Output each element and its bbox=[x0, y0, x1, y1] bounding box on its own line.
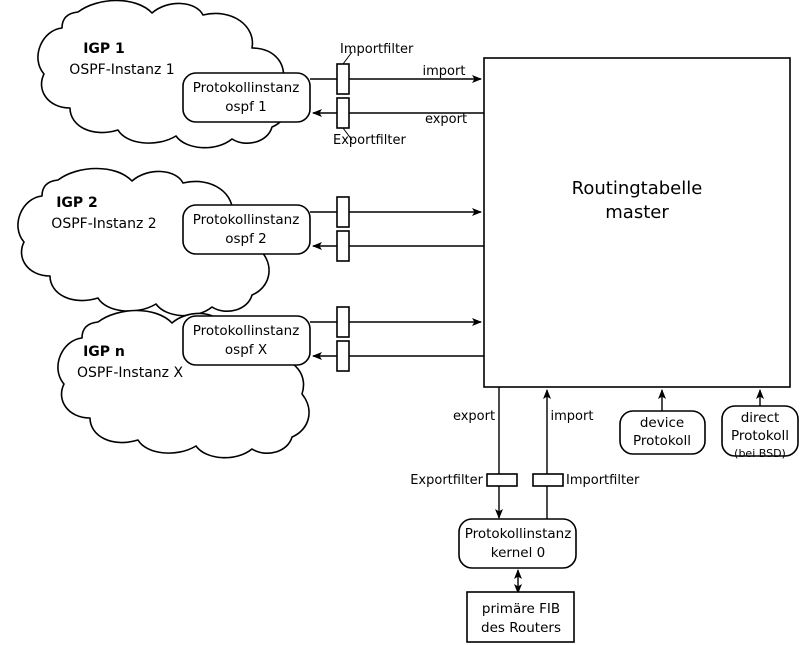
row2-import-filter-shape bbox=[336, 196, 350, 228]
cloud-igp1-subtitle: OSPF-Instanz 1 bbox=[69, 62, 175, 78]
routing-table-master-line2: master bbox=[605, 202, 669, 223]
bottom-export-label: export bbox=[452, 409, 496, 424]
device-protocol-shape bbox=[619, 410, 706, 455]
direct-protocol-line2[interactable]: Protokoll bbox=[730, 428, 790, 444]
direct-protocol-shape bbox=[721, 405, 799, 457]
routing-table-master-line1: Routingtabelle bbox=[571, 178, 703, 199]
row1-export-filter-leader bbox=[342, 127, 353, 141]
cloud-igpn-title: IGP n bbox=[83, 344, 125, 360]
protocol-instance-ospfx-line1[interactable]: Protokollinstanz bbox=[192, 323, 300, 339]
row1-export-filter-shape bbox=[336, 97, 350, 129]
row2-export-filter-shape bbox=[336, 230, 350, 262]
protocol-instance-ospf1-line1[interactable]: Protokollinstanz bbox=[192, 80, 300, 96]
protocol-instance-ospf2-line2[interactable]: ospf 2 bbox=[225, 231, 267, 247]
protocol-instance-kernel0-line2[interactable]: kernel 0 bbox=[490, 545, 546, 561]
bottom-export-filter-shape bbox=[486, 473, 518, 487]
protocol-instance-kernel0-line1[interactable]: Protokollinstanz bbox=[464, 526, 572, 542]
cloud-igp2-title: IGP 2 bbox=[56, 195, 98, 211]
bottom-import-label: import bbox=[550, 409, 594, 424]
routing-table-master-shape bbox=[483, 57, 791, 388]
protocol-instance-ospf2-line1[interactable]: Protokollinstanz bbox=[192, 212, 300, 228]
direct-protocol-line3: (bei BSD) bbox=[734, 447, 786, 460]
row1-export-label: export bbox=[424, 112, 468, 127]
direct-protocol-line1[interactable]: direct bbox=[740, 410, 780, 426]
bottom-export-filter-label: Exportfilter bbox=[410, 473, 483, 488]
cloud-igp2-subtitle: OSPF-Instanz 2 bbox=[51, 216, 157, 232]
row3-import-filter-shape bbox=[336, 306, 350, 338]
cloud-igp1-title: IGP 1 bbox=[83, 41, 125, 57]
row3-export-filter-shape bbox=[336, 340, 350, 372]
protocol-instance-ospf1-shape bbox=[182, 72, 311, 123]
protocol-instance-ospfx-shape bbox=[182, 315, 311, 366]
bottom-import-filter-label: Importfilter bbox=[566, 473, 640, 488]
protocol-instance-ospf1-line2[interactable]: ospf 1 bbox=[225, 99, 267, 115]
primary-fib-line2: des Routers bbox=[481, 620, 561, 636]
row1-import-filter-shape bbox=[336, 63, 350, 95]
cloud-igpn-subtitle: OSPF-Instanz X bbox=[76, 365, 184, 381]
device-protocol-line2[interactable]: Protokoll bbox=[632, 433, 692, 449]
row1-export-filter-label: Exportfilter bbox=[333, 133, 406, 148]
protocol-instance-ospfx-line2[interactable]: ospf X bbox=[224, 342, 268, 358]
device-protocol-line1[interactable]: device bbox=[639, 415, 685, 431]
row1-import-label: import bbox=[422, 64, 466, 79]
protocol-instance-kernel0-shape bbox=[458, 518, 577, 569]
bottom-import-filter-shape bbox=[532, 473, 564, 487]
row1-import-filter-leader bbox=[342, 51, 353, 65]
primary-fib-line1: primäre FIB bbox=[481, 601, 561, 617]
primary-fib-shape bbox=[466, 591, 575, 643]
protocol-instance-ospf2-shape bbox=[182, 204, 311, 255]
row1-import-filter-label: Importfilter bbox=[340, 42, 414, 57]
